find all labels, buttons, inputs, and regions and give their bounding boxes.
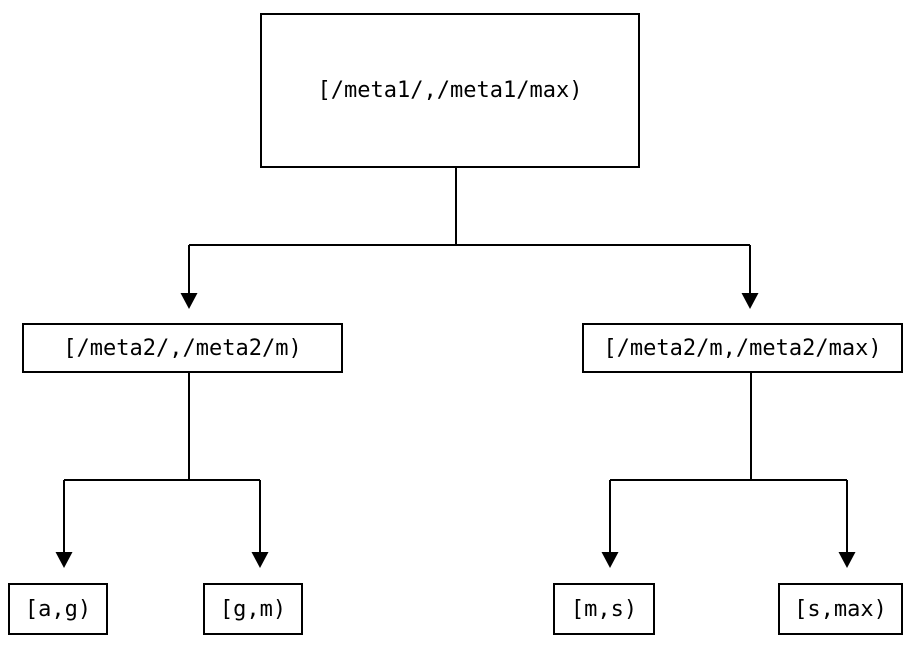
node-level2-left: [/meta2/,/meta2/m) [22,323,343,373]
node-leaf-smax-label: [s,max) [794,596,887,622]
node-leaf-ag: [a,g) [8,583,108,635]
arrowhead-icon [601,552,619,568]
node-leaf-gm-label: [g,m) [219,596,287,622]
arrowhead-icon [55,552,73,568]
node-leaf-ms: [m,s) [553,583,655,635]
arrowhead-icon [838,552,856,568]
node-leaf-ms-label: [m,s) [570,596,638,622]
arrowhead-icon [180,293,198,309]
node-level2-left-label: [/meta2/,/meta2/m) [63,335,302,361]
arrowhead-icon [251,552,269,568]
arrowhead-icon [741,293,759,309]
node-root: [/meta1/,/meta1/max) [260,13,640,168]
node-leaf-smax: [s,max) [778,583,903,635]
node-leaf-ag-label: [a,g) [24,596,92,622]
node-level2-right: [/meta2/m,/meta2/max) [582,323,903,373]
node-level2-right-label: [/meta2/m,/meta2/max) [603,335,882,361]
node-leaf-gm: [g,m) [203,583,303,635]
node-root-label: [/meta1/,/meta1/max) [317,78,583,103]
